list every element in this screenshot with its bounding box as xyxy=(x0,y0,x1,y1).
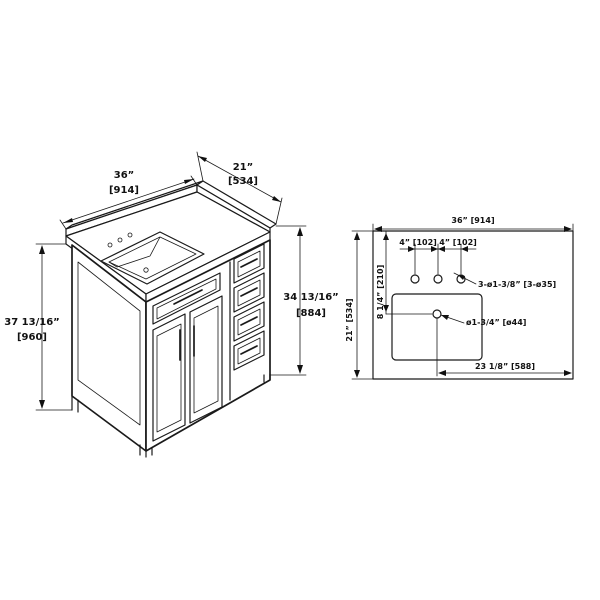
hole-diameter-label: 3-ø1-3/8” [3-ø35] xyxy=(478,280,556,289)
back-offset-label: 8 1/4” [210] xyxy=(376,265,385,319)
side-offset-label: 23 1/8” [588] xyxy=(475,362,535,371)
counter-height-dimension xyxy=(269,225,307,376)
total-height-dimension xyxy=(35,243,73,411)
depth-inch-label: 21” xyxy=(233,162,254,173)
top-drawer xyxy=(152,272,221,325)
top-depth-label: 21” [534] xyxy=(345,298,354,341)
faucet-hole-icon xyxy=(127,232,133,238)
side-drawers xyxy=(233,243,265,371)
faucet-hole-icon xyxy=(433,274,443,284)
countertop-outline xyxy=(372,230,574,380)
sink-basin xyxy=(100,231,205,285)
top-view: 36” [914] 4” [102] 4” [102] 3-ø1-3/8” [3… xyxy=(345,216,574,380)
hole-spacing-left-label: 4” [102] xyxy=(399,238,437,247)
faucet-hole-icon xyxy=(410,274,420,284)
total-height-inch-label: 37 13/16” xyxy=(4,317,59,328)
drain-diameter-label: ø1-3/4” [ø44] xyxy=(466,318,526,327)
hole-spacing-right-label: 4” [102] xyxy=(439,238,477,247)
top-width-label: 36” [914] xyxy=(451,216,494,225)
depth-mm-label: [534] xyxy=(228,176,258,187)
vanity-perspective-view: 36” [914] 21” [534] 37 13/16” [960] 34 1… xyxy=(4,151,339,458)
total-height-mm-label: [960] xyxy=(17,332,47,343)
counter-height-mm-label: [884] xyxy=(296,308,326,319)
backsplash xyxy=(65,180,277,237)
counter-height-inch-label: 34 13/16” xyxy=(283,292,338,303)
cabinet-doors xyxy=(152,295,223,442)
faucet-hole-icon xyxy=(456,274,466,284)
faucet-hole-icon xyxy=(107,242,113,248)
depth-dimension xyxy=(196,151,283,225)
cabinet-front xyxy=(145,239,271,458)
width-inch-label: 36” xyxy=(114,170,135,181)
drain-icon xyxy=(432,309,442,319)
width-dimension xyxy=(59,175,198,230)
drain-icon xyxy=(143,267,149,273)
drawer-handle xyxy=(173,289,203,305)
width-mm-label: [914] xyxy=(109,185,139,196)
faucet-hole-icon xyxy=(117,237,123,243)
